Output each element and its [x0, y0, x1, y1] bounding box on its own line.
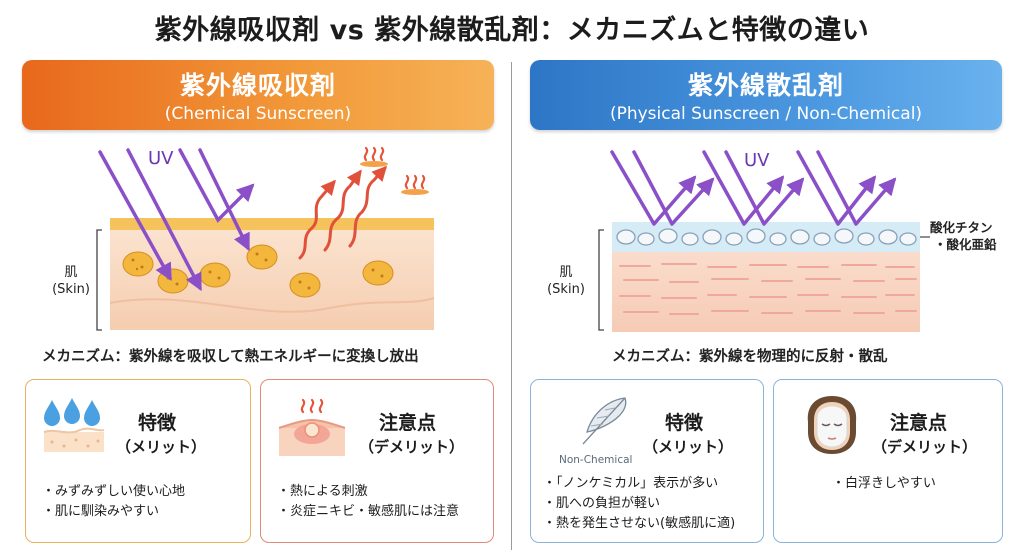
irritated-skin-icon: [278, 398, 346, 456]
list-item: 「ノンケミカル」表示が多い: [543, 474, 735, 494]
flame-icon: [363, 146, 426, 190]
list-item: 肌に馴染みやすい: [42, 502, 185, 522]
heat-arrows: [298, 165, 388, 260]
chemical-header-title: 紫外線吸収剤: [179, 71, 336, 100]
physical-header-subtitle: (Physical Sunscreen / Non-Chemical): [609, 104, 923, 124]
physical-merit-list: 「ノンケミカル」表示が多い 肌への負担が軽い 熱を発生させない(敏感肌に適): [543, 474, 735, 534]
physical-uv-arrows: [610, 150, 897, 226]
chemical-uv-label: UV: [148, 148, 174, 169]
chemical-header: 紫外線吸収剤 (Chemical Sunscreen): [22, 60, 494, 130]
scattering-particles: [616, 228, 917, 246]
physical-merit-title: 特徴: [665, 412, 704, 434]
chemical-demerit-subtitle: （デメリット）: [359, 438, 465, 456]
particle-label: 酸化チタン ・酸化亜鉛: [930, 220, 997, 252]
chemical-skin-diagram: UV: [96, 146, 435, 331]
list-item: 熱による刺激: [277, 482, 459, 502]
chemical-merit-list: みずみずしい使い心地 肌に馴染みやすい: [42, 482, 185, 522]
physical-skin-diagram: UV: [598, 150, 930, 332]
physical-demerit-card: 注意点 （デメリット） 白浮きしやすい: [773, 379, 1003, 543]
physical-demerit-title: 注意点: [890, 412, 948, 434]
chemical-merit-title: 特徴: [138, 412, 177, 434]
physical-demerit-subtitle: （デメリット）: [872, 438, 978, 456]
white-cast-face-icon: [807, 396, 857, 454]
non-chemical-label: Non-Chemical: [559, 454, 633, 466]
water-drops-icon: [43, 398, 105, 452]
chemical-demerit-title: 注意点: [379, 412, 437, 434]
center-divider: [511, 62, 512, 550]
chemical-merit-subtitle: （メリット）: [116, 438, 207, 456]
physical-merit-card: Non-Chemical 特徴 （メリット） 「ノンケミカル」表示が多い 肌への…: [530, 379, 764, 543]
physical-merit-subtitle: （メリット）: [643, 438, 734, 456]
physical-skin-label: 肌 (Skin): [547, 265, 585, 297]
page-title: 紫外線吸収剤 vs 紫外線散乱剤：メカニズムと特徴の違い: [154, 15, 870, 46]
physical-header-title: 紫外線散乱剤: [687, 71, 844, 100]
physical-uv-label: UV: [744, 150, 770, 171]
chemical-uv-arrows: [98, 148, 255, 292]
list-item: 炎症ニキビ・敏感肌には注意: [277, 502, 459, 522]
physical-demerit-list: 白浮きしやすい: [832, 474, 936, 494]
chemical-mechanism-text: メカニズム：紫外線を吸収して熱エネルギーに変換し放出: [42, 349, 419, 365]
chemical-demerit-list: 熱による刺激 炎症ニキビ・敏感肌には注意: [277, 482, 459, 522]
physical-mechanism-text: メカニズム：紫外線を物理的に反射・散乱: [612, 349, 888, 365]
chemical-merit-card: 特徴 （メリット） みずみずしい使い心地 肌に馴染みやすい: [25, 379, 251, 543]
chemical-header-subtitle: (Chemical Sunscreen): [164, 104, 352, 124]
physical-header: 紫外線散乱剤 (Physical Sunscreen / Non-Chemica…: [530, 60, 1002, 130]
list-item: 熱を発生させない(敏感肌に適): [543, 514, 735, 534]
list-item: 肌への負担が軽い: [543, 494, 735, 514]
feather-icon: [582, 397, 627, 445]
list-item: 白浮きしやすい: [832, 474, 936, 494]
chemical-sunscreen-layer: [110, 218, 434, 230]
chemical-demerit-card: 注意点 （デメリット） 熱による刺激 炎症ニキビ・敏感肌には注意: [260, 379, 494, 543]
list-item: みずみずしい使い心地: [42, 482, 185, 502]
chemical-skin-label: 肌 (Skin): [52, 265, 90, 297]
